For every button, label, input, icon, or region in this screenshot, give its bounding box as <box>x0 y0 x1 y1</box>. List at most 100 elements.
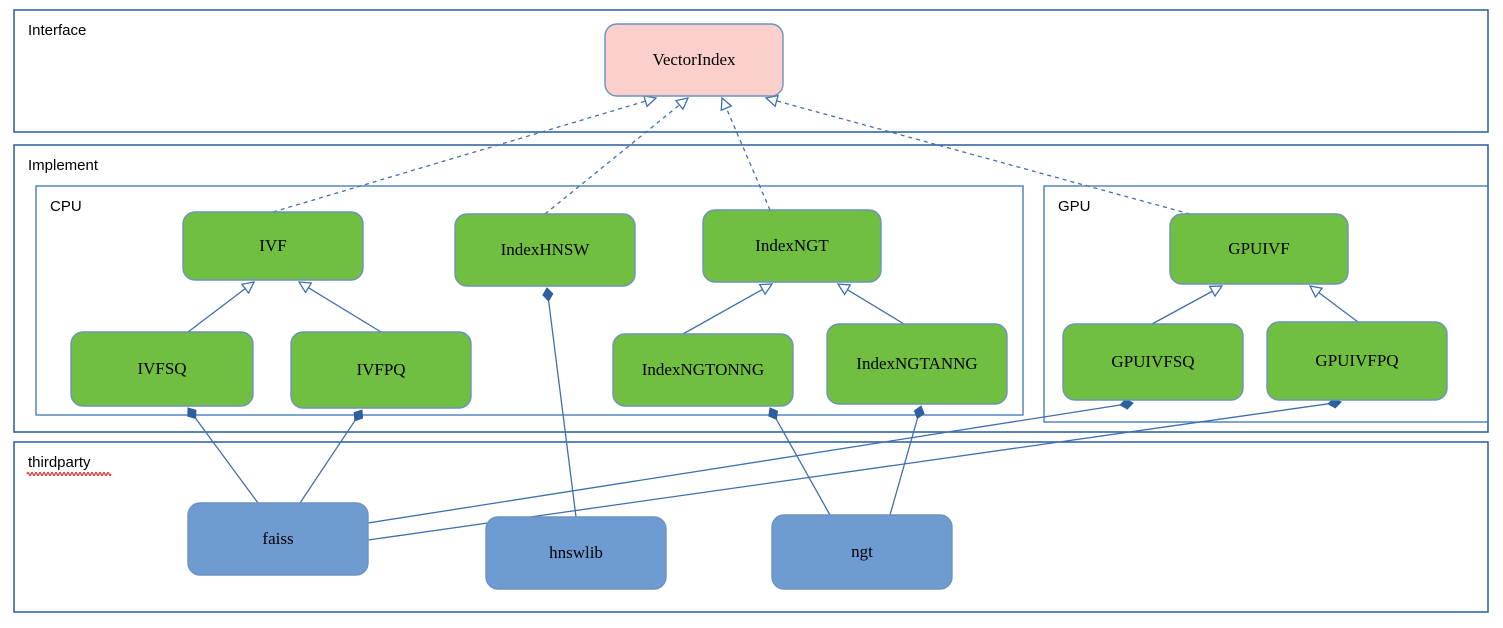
node-box-gpuivfpq[interactable] <box>1266 321 1448 401</box>
edge-line <box>776 100 1191 215</box>
edge-faiss-to-gpuivfsq <box>367 398 1134 524</box>
group-border-thirdparty <box>13 441 1489 613</box>
edge-faiss-to-ivfsq <box>187 407 259 504</box>
node-gpuivf[interactable]: GPUIVF <box>1169 213 1349 285</box>
node-box-gpuivf[interactable] <box>1169 213 1349 285</box>
composition-diamond <box>768 407 779 421</box>
edge-ivf-to-vectorindex <box>272 95 658 213</box>
node-indexhnsw[interactable]: IndexHNSW <box>454 213 636 287</box>
edge-indexngt-to-vectorindex <box>720 96 771 211</box>
node-box-faiss[interactable] <box>187 502 369 576</box>
node-box-vectorindex[interactable] <box>604 23 784 97</box>
edge-line <box>1318 292 1359 323</box>
inheritance-arrowhead <box>764 94 779 108</box>
node-box-hnswlib[interactable] <box>485 516 667 590</box>
group-interface: Interface <box>13 9 1489 133</box>
edge-line <box>775 419 831 516</box>
edge-gpuivf-to-vectorindex <box>764 94 1191 215</box>
node-label-indexngtonng: IndexNGTONNG <box>642 360 764 379</box>
node-vectorindex[interactable]: VectorIndex <box>604 23 784 97</box>
inheritance-arrowhead <box>836 283 852 296</box>
node-ivf[interactable]: IVF <box>182 211 364 281</box>
inheritance-arrowhead <box>1208 285 1224 298</box>
group-label-implement: Implement <box>28 157 99 174</box>
node-box-indexngtanng[interactable] <box>826 323 1008 405</box>
node-box-gpuivfsq[interactable] <box>1062 323 1244 401</box>
edge-line <box>725 107 771 211</box>
group-label-thirdparty: thirdparty <box>28 454 91 471</box>
node-box-ngt[interactable] <box>771 514 953 590</box>
node-ngt[interactable]: ngt <box>771 514 953 590</box>
node-ivfsq[interactable]: IVFSQ <box>70 331 254 407</box>
node-label-ngt: ngt <box>851 542 873 561</box>
node-label-faiss: faiss <box>262 529 293 548</box>
inheritance-arrowhead <box>758 283 774 296</box>
node-ivfpq[interactable]: IVFPQ <box>290 331 472 409</box>
node-label-hnswlib: hnswlib <box>549 543 603 562</box>
inheritance-arrowhead <box>1308 285 1324 299</box>
edge-indexngtanng-to-indexngt <box>836 283 905 325</box>
node-label-indexngtanng: IndexNGTANNG <box>856 354 977 373</box>
edge-ivfpq-to-ivf <box>297 281 382 333</box>
inheritance-arrowhead <box>297 281 313 294</box>
node-label-vectorindex: VectorIndex <box>652 50 736 69</box>
edge-line <box>682 288 763 335</box>
node-gpuivfsq[interactable]: GPUIVFSQ <box>1062 323 1244 401</box>
edge-line <box>308 287 382 333</box>
group-border-gpu <box>1043 185 1489 423</box>
edge-line <box>847 289 905 325</box>
node-box-indexngtonng[interactable] <box>612 333 794 407</box>
inheritance-arrowhead <box>240 281 256 295</box>
node-box-indexhnsw[interactable] <box>454 213 636 287</box>
node-box-ivf[interactable] <box>182 211 364 281</box>
edge-indexhnsw-to-vectorindex <box>544 97 690 215</box>
node-label-gpuivf: GPUIVF <box>1228 239 1289 258</box>
node-faiss[interactable]: faiss <box>187 502 369 576</box>
node-box-indexngt[interactable] <box>702 209 882 283</box>
edge-line <box>547 300 577 518</box>
composition-diamond <box>187 407 197 420</box>
inheritance-arrowhead <box>720 96 733 112</box>
node-gpuivfpq[interactable]: GPUIVFPQ <box>1266 321 1448 401</box>
edge-line <box>889 418 919 516</box>
group-gpu: GPU <box>1043 185 1489 423</box>
edge-line <box>299 420 356 504</box>
node-label-ivfpq: IVFPQ <box>356 360 405 379</box>
edge-line <box>187 288 246 333</box>
composition-diamond <box>353 409 364 422</box>
edge-gpuivfpq-to-gpuivf <box>1308 285 1359 323</box>
node-indexngtonng[interactable]: IndexNGTONNG <box>612 333 794 407</box>
group-thirdparty: thirdparty <box>13 441 1489 613</box>
composition-diamond <box>542 287 554 302</box>
node-indexngt[interactable]: IndexNGT <box>702 209 882 283</box>
edge-line <box>544 104 680 215</box>
node-label-indexhnsw: IndexHNSW <box>501 240 591 259</box>
composition-diamond <box>913 405 925 420</box>
node-label-indexngt: IndexNGT <box>755 236 829 255</box>
node-box-ivfsq[interactable] <box>70 331 254 407</box>
node-label-gpuivfpq: GPUIVFPQ <box>1315 351 1398 370</box>
node-indexngtanng[interactable]: IndexNGTANNG <box>826 323 1008 405</box>
edge-ivfsq-to-ivf <box>187 281 256 333</box>
edge-gpuivfsq-to-gpuivf <box>1151 285 1224 325</box>
edge-layer <box>187 94 1359 541</box>
edge-ngt-to-indexngtanng <box>889 405 925 516</box>
group-border-interface <box>13 9 1489 133</box>
node-box-ivfpq[interactable] <box>290 331 472 409</box>
node-label-ivf: IVF <box>259 236 286 255</box>
node-hnswlib[interactable]: hnswlib <box>485 516 667 590</box>
edge-ngt-to-indexngtonng <box>768 407 831 516</box>
edge-faiss-to-ivfpq <box>299 409 364 504</box>
group-label-interface: Interface <box>28 22 86 39</box>
group-label-cpu: CPU <box>50 198 82 215</box>
group-label-gpu: GPU <box>1058 198 1091 215</box>
spellcheck-underline-thirdparty <box>26 471 112 477</box>
inheritance-arrowhead <box>642 95 658 108</box>
edge-line <box>272 100 646 213</box>
inheritance-arrowhead <box>674 97 690 111</box>
edge-indexngtonng-to-indexngt <box>682 283 774 335</box>
